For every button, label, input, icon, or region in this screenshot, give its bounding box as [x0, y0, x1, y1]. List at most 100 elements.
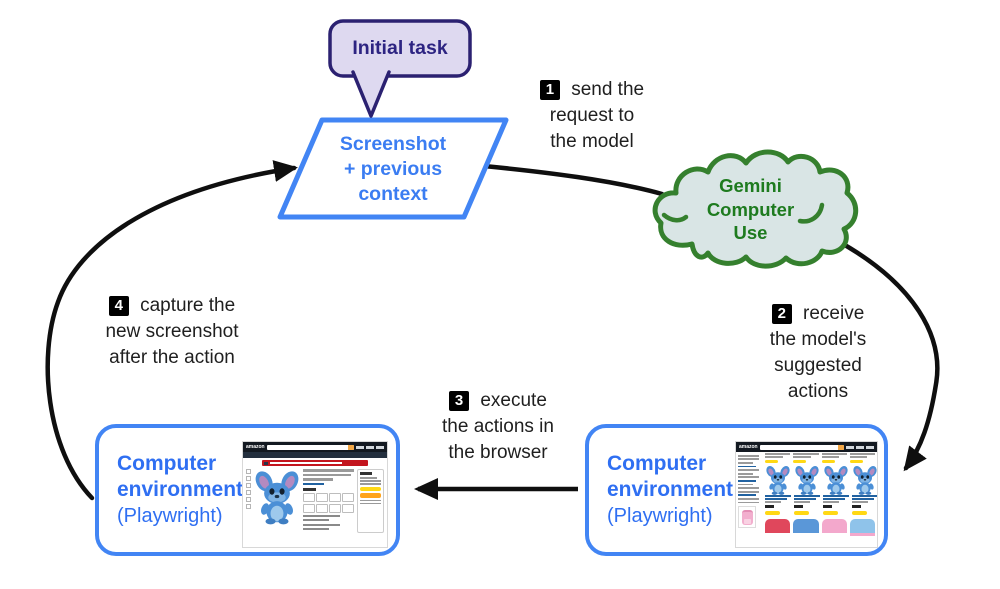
mini-ratings-link [303, 482, 325, 485]
env-subtitle: (Playwright) [607, 505, 713, 527]
gemini-cloud-label: Gemini Computer Use [668, 174, 833, 245]
mini-results-row-bottom [765, 519, 875, 537]
env-title-line: Computer [607, 452, 707, 475]
stitch-plush-image [794, 465, 820, 495]
mini-buybox-price [360, 472, 372, 475]
mini-add-to-cart-button [852, 511, 867, 516]
mini-results-content [736, 452, 877, 537]
initial-task-label: Initial task [352, 37, 448, 59]
product-card [765, 465, 791, 517]
computer-environment-box-left: Computer environment (Playwright) amazon [95, 424, 400, 556]
mini-add-to-cart-button [765, 459, 778, 464]
mini-banner-text [269, 462, 342, 464]
mini-buybox-line [360, 499, 381, 501]
para-line: context [358, 183, 428, 205]
result-cell [821, 453, 847, 465]
para-line: + previous [343, 158, 443, 180]
step-text: suggested [774, 355, 862, 376]
arrow-step2-model-to-env [833, 237, 940, 472]
product-card [823, 465, 849, 517]
env-box-label: Computer environment (Playwright) [607, 451, 733, 529]
step-3-caption: 3 execute the actions in the browser [413, 388, 583, 466]
mini-price [765, 505, 774, 509]
mini-thumbnail-strip [246, 469, 251, 533]
cloud-line: Use [733, 222, 768, 243]
env-title-line: Computer [117, 452, 217, 475]
mini-buy-box [357, 469, 384, 533]
step-text: actions [787, 381, 849, 402]
mini-promo-banner [261, 460, 369, 466]
step-text: capture the [140, 295, 236, 316]
mini-search-button [348, 444, 354, 450]
step-2-badge: 2 [771, 304, 792, 324]
mini-banner-icon [263, 461, 268, 465]
mini-amazon-logo: amazon [739, 444, 758, 450]
mini-nav-links [356, 445, 384, 449]
mini-amazon-navbar: amazon [736, 442, 877, 452]
step-4-caption: 4 capture the new screenshot after the a… [82, 293, 262, 371]
step-text: the model's [769, 329, 867, 350]
product-card [852, 465, 878, 517]
mini-product-details [303, 469, 354, 533]
lightblue-plush-image [849, 519, 875, 537]
step-text: the actions in [442, 416, 554, 437]
step-3-badge: 3 [449, 391, 470, 411]
screenshot-context-parallelogram [277, 117, 509, 220]
para-line: Screenshot [339, 133, 447, 155]
mini-filter-lines [738, 454, 763, 504]
stitch-plush-image [254, 469, 300, 525]
step-text: after the action [109, 347, 235, 368]
mini-search-bar [759, 444, 844, 450]
mini-nav-links [846, 445, 874, 449]
mini-search-button [838, 444, 844, 450]
initial-task-bubble-tail [351, 70, 391, 118]
mini-price [823, 505, 832, 509]
pink-plush-image [821, 519, 847, 534]
mini-amazon-navbar: amazon [243, 442, 387, 452]
env-title-line: environment [607, 478, 734, 501]
gemini-cloud [652, 149, 859, 269]
arrow-step4-env-to-screenshot [45, 160, 298, 501]
mini-add-to-cart-button [794, 511, 809, 516]
mini-results-row-main [765, 465, 878, 517]
cloud-line: Gemini [719, 175, 782, 196]
mini-price [303, 487, 316, 491]
mini-filter-sidebar [738, 453, 763, 536]
step-2-caption: 2 receive the model's suggested actions [738, 301, 898, 405]
step-text: request to [549, 105, 635, 126]
amazon-product-page-screenshot: amazon [242, 441, 388, 548]
mini-add-to-cart-button [793, 459, 807, 464]
mini-buybox-line [360, 480, 381, 482]
computer-environment-box-right: Computer environment (Playwright) amazon [585, 424, 888, 556]
mini-buybox-line [360, 483, 381, 485]
mini-buybox-line [360, 502, 381, 504]
stitch-plush-image [852, 465, 878, 495]
mini-add-to-cart-button [849, 459, 863, 464]
initial-task-bubble [328, 19, 472, 78]
env-box-label: Computer environment (Playwright) [117, 451, 243, 529]
mini-add-to-cart-button [765, 511, 780, 516]
mini-sidebar-product [738, 506, 756, 529]
blue-plush-image [793, 519, 819, 534]
step-text: new screenshot [105, 321, 239, 342]
mini-add-to-cart-button [823, 511, 838, 516]
mini-product-image [254, 469, 300, 533]
mini-spec-rows [303, 514, 354, 530]
step-text: the browser [448, 442, 548, 463]
step-1-badge: 1 [539, 80, 560, 100]
step-text: execute [480, 390, 547, 411]
screenshot-context-label: Screenshot + previous context [300, 132, 486, 207]
mini-buy-now-button [360, 493, 381, 498]
result-cell [765, 453, 791, 465]
mini-buybox-line [360, 477, 377, 479]
mini-price [794, 505, 803, 509]
mini-product-title [303, 469, 354, 481]
result-cell [793, 453, 819, 465]
amazon-search-results-screenshot: amazon [735, 441, 878, 548]
mini-amazon-logo: amazon [246, 444, 265, 450]
mini-results-row-top [765, 453, 875, 465]
red-plush-image [765, 519, 791, 534]
step-1-caption: 1 send the request to the model [512, 77, 672, 155]
step-text: receive [803, 303, 865, 324]
